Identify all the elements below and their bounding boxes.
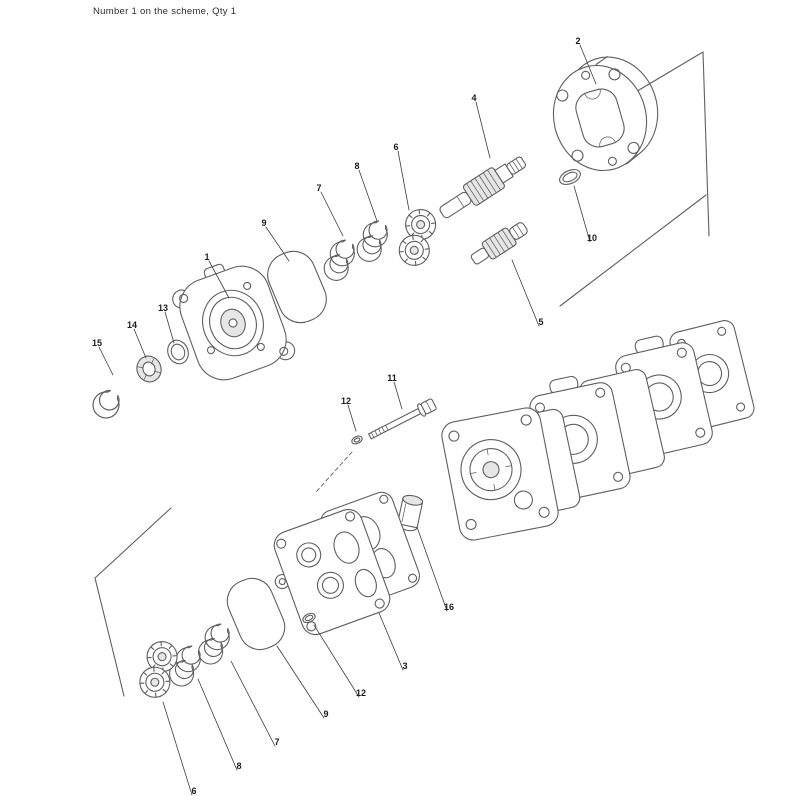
callout-8: 8 — [236, 761, 241, 771]
leader-line-9 — [276, 645, 325, 719]
frame-line-right-bottom — [559, 194, 707, 307]
pump-housing-front — [441, 407, 559, 541]
callout-5: 5 — [538, 317, 543, 327]
callout-layer: 1 13 14 15 9 7 8 6 4 2 10 5 11 12 16 3 12 9 7 8 6 — [92, 36, 597, 796]
callout-16: 16 — [444, 602, 454, 612]
leader-line-15 — [98, 346, 114, 376]
leader-line-9 — [265, 226, 290, 262]
callout-2: 2 — [575, 36, 580, 46]
leader-line-14 — [133, 328, 147, 359]
leader-line-6 — [397, 150, 410, 211]
part-pin-12-top — [351, 435, 363, 445]
page-note: Number 1 on the scheme, Qty 1 — [93, 6, 237, 17]
part-snap-ring-15 — [90, 388, 122, 421]
callout-3: 3 — [402, 661, 407, 671]
leader-line-7 — [320, 191, 344, 237]
part-front-cover-1 — [172, 263, 296, 381]
callout-6: 6 — [191, 786, 196, 796]
leader-line-12 — [313, 624, 360, 698]
callout-11: 11 — [387, 373, 397, 383]
leader-line-5 — [511, 259, 540, 327]
leader-line-4 — [475, 101, 491, 159]
leader-line-10 — [573, 185, 591, 243]
leader-line-13 — [164, 311, 175, 344]
part-snap-rings-top-7 — [319, 239, 360, 283]
callout-7: 7 — [316, 183, 321, 193]
part-seal-ring-13 — [167, 339, 189, 365]
leader-line-11 — [393, 381, 403, 410]
part-o-ring-12-bottom — [302, 612, 316, 624]
part-gasket-bottom-9 — [226, 577, 286, 651]
part-bearing-14 — [136, 355, 162, 383]
part-drive-shaft-4 — [439, 156, 527, 219]
callout-14: 14 — [127, 320, 137, 330]
part-snap-rings-top-8 — [352, 220, 393, 264]
callout-12: 12 — [356, 688, 366, 698]
frame-line-left-side — [94, 577, 125, 697]
leader-line-3 — [378, 612, 404, 671]
group-frame — [94, 51, 710, 697]
part-gasket-top-9 — [267, 250, 327, 324]
leader-line-8 — [358, 169, 378, 222]
part-mounting-flange-2 — [552, 56, 659, 172]
callout-12: 12 — [341, 396, 351, 406]
callout-7: 7 — [274, 737, 279, 747]
leader-line-8 — [197, 678, 238, 771]
leader-line-1 — [208, 260, 230, 299]
part-o-ring-10 — [559, 169, 581, 185]
leader-line-6 — [162, 701, 193, 796]
callout-6: 6 — [393, 142, 398, 152]
dashed-connector — [315, 451, 353, 493]
callout-9: 9 — [261, 218, 266, 228]
part-coupling-shaft-5 — [470, 222, 528, 265]
callout-15: 15 — [92, 338, 102, 348]
callout-4: 4 — [471, 93, 476, 103]
part-gear-set-bottom-6 — [137, 641, 180, 699]
leader-line-12 — [347, 404, 357, 432]
leader-line-7 — [230, 660, 276, 747]
part-bushing-16 — [396, 494, 424, 532]
leader-line-2 — [579, 44, 597, 85]
callout-8: 8 — [354, 161, 359, 171]
callout-9: 9 — [323, 709, 328, 719]
callout-10: 10 — [587, 233, 597, 243]
frame-line-left-top — [94, 507, 172, 579]
part-rear-cover-3 — [273, 508, 391, 636]
callout-1: 1 — [204, 252, 209, 262]
part-bolt-11 — [368, 398, 437, 440]
frame-line-right-side — [702, 51, 710, 237]
part-pump-assembly — [441, 320, 755, 541]
part-gear-set-top-6 — [395, 208, 440, 267]
frame-line-right-top — [628, 51, 704, 97]
callout-13: 13 — [158, 303, 168, 313]
leader-line-16 — [416, 526, 448, 612]
